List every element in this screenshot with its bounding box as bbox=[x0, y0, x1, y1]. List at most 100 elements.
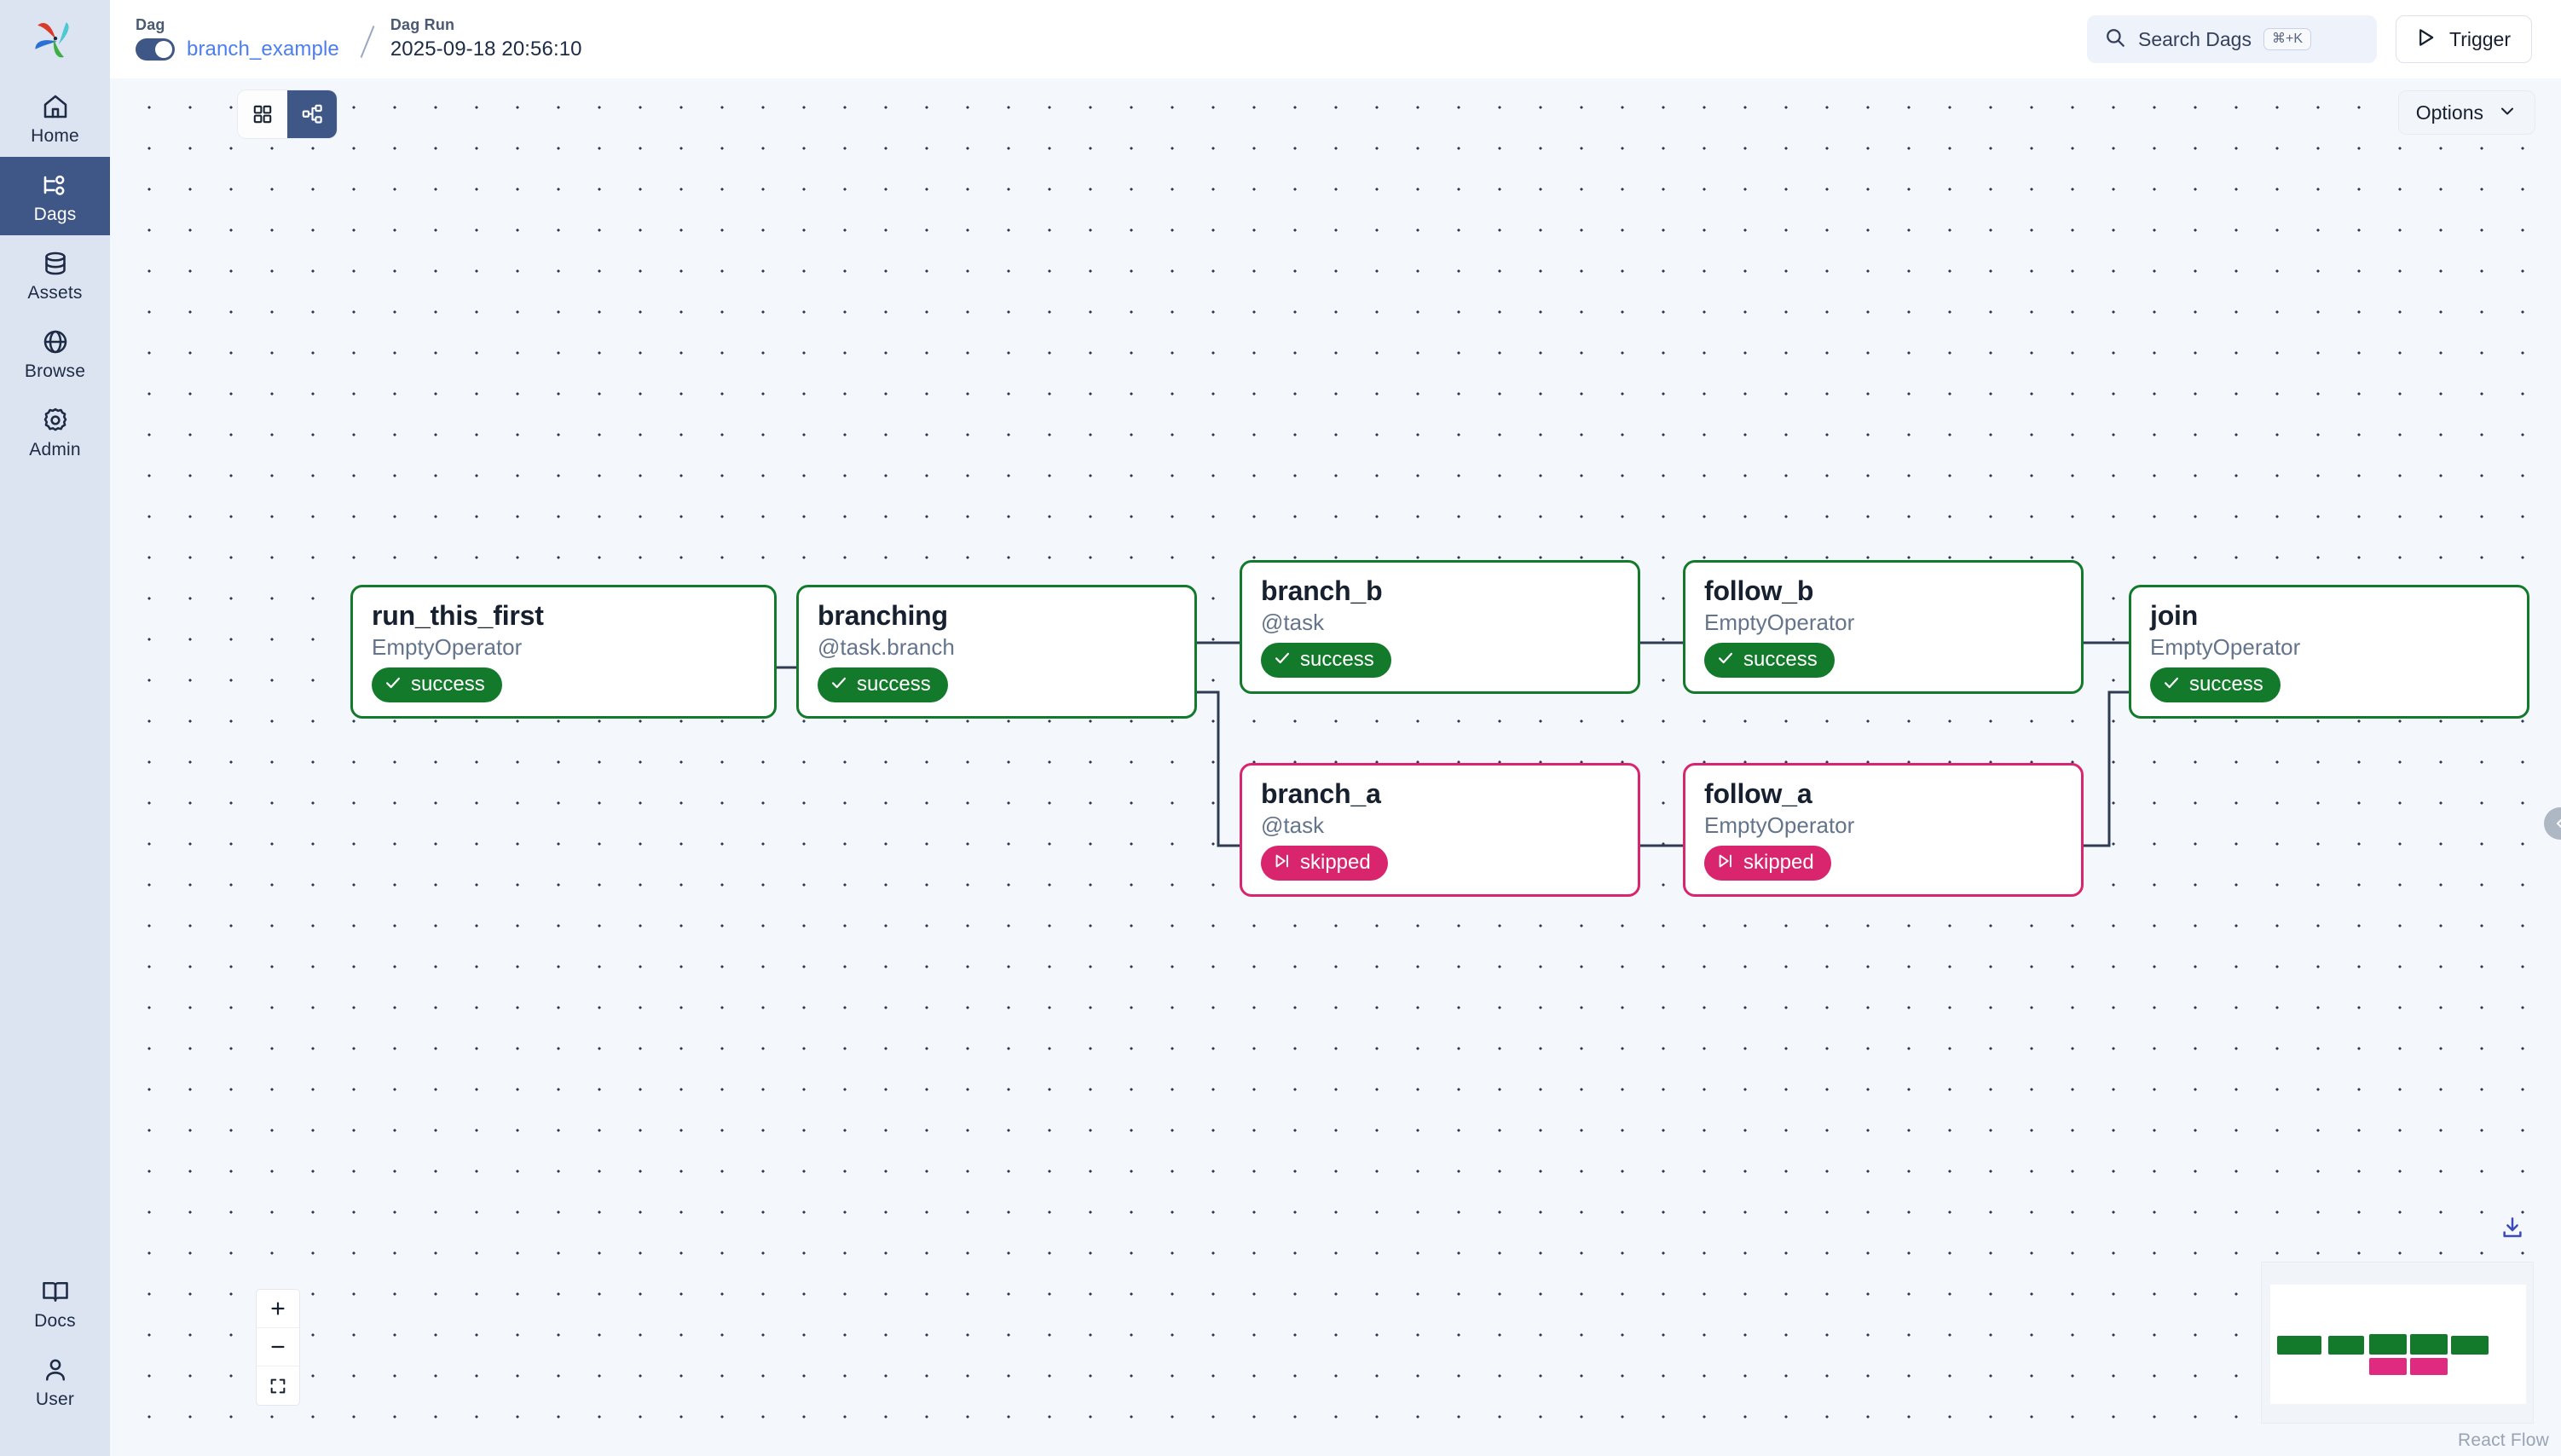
status-badge: success bbox=[2150, 667, 2281, 702]
trigger-label: Trigger bbox=[2449, 27, 2511, 50]
breadcrumb: Dag branch_example Dag Run 2025-09-18 20… bbox=[136, 16, 582, 62]
sidebar-item-browse[interactable]: Browse bbox=[0, 314, 110, 392]
task-node-follow_a[interactable]: follow_a EmptyOperator skipped bbox=[1683, 763, 2084, 897]
sidebar-label-assets: Assets bbox=[27, 282, 83, 303]
graph-minimap[interactable] bbox=[2261, 1262, 2534, 1424]
main-area: Dag branch_example Dag Run 2025-09-18 20… bbox=[110, 0, 2561, 1456]
task-node-title: branch_b bbox=[1261, 575, 1383, 606]
status-badge-label: success bbox=[1743, 648, 1818, 672]
check-icon bbox=[830, 673, 848, 696]
home-icon bbox=[40, 91, 71, 122]
airflow-logo[interactable] bbox=[0, 0, 110, 78]
task-node-operator: @task.branch bbox=[818, 633, 955, 660]
status-badge-label: success bbox=[857, 673, 931, 696]
graph-edges bbox=[777, 641, 2129, 847]
status-badge: skipped bbox=[1704, 845, 1831, 881]
task-node-operator: EmptyOperator bbox=[1704, 812, 1855, 838]
search-icon bbox=[2104, 26, 2126, 53]
status-badge: success bbox=[1704, 642, 1835, 678]
graph-canvas[interactable]: Options bbox=[110, 78, 2561, 1456]
check-icon bbox=[2162, 673, 2181, 696]
fit-view-button[interactable] bbox=[257, 1366, 299, 1405]
edge-branching-branch_a bbox=[1197, 690, 1240, 847]
minimap-node bbox=[2410, 1334, 2448, 1355]
dag-icon bbox=[40, 170, 71, 200]
task-node-operator: EmptyOperator bbox=[2150, 633, 2301, 660]
graph-view-button[interactable] bbox=[287, 90, 337, 138]
task-node-branch_b[interactable]: branch_b @task success bbox=[1240, 560, 1640, 694]
header-actions: Search Dags ⌘+K Trigger bbox=[2087, 15, 2532, 63]
task-node-title: branching bbox=[818, 600, 948, 631]
status-badge: success bbox=[818, 667, 948, 702]
status-badge-label: success bbox=[411, 673, 485, 696]
sidebar-label-docs: Docs bbox=[34, 1310, 76, 1331]
zoom-out-button[interactable] bbox=[257, 1328, 299, 1366]
chevron-down-icon bbox=[2497, 101, 2518, 125]
sidebar-label-admin: Admin bbox=[29, 439, 81, 459]
search-input[interactable]: Search Dags bbox=[2138, 27, 2252, 50]
search-dags-button[interactable]: Search Dags ⌘+K bbox=[2087, 15, 2377, 63]
globe-icon bbox=[40, 326, 71, 357]
task-node-title: branch_a bbox=[1261, 778, 1381, 809]
book-icon bbox=[40, 1276, 71, 1307]
minimap-viewport bbox=[2270, 1285, 2526, 1404]
minimap-node bbox=[2451, 1336, 2489, 1355]
sidebar-label-user: User bbox=[35, 1389, 75, 1409]
search-shortcut-badge: ⌘+K bbox=[2263, 28, 2311, 50]
task-node-follow_b[interactable]: follow_b EmptyOperator success bbox=[1683, 560, 2084, 694]
status-badge: success bbox=[372, 667, 502, 702]
sidebar-label-dags: Dags bbox=[33, 204, 77, 224]
sidebar-item-dags[interactable]: Dags bbox=[0, 157, 110, 235]
dag-run-timestamp: 2025-09-18 20:56:10 bbox=[390, 38, 582, 61]
panel-collapse-handle[interactable] bbox=[2544, 807, 2561, 840]
task-node-operator: @task bbox=[1261, 812, 1325, 838]
task-node-branch_a[interactable]: branch_a @task skipped bbox=[1240, 763, 1640, 897]
minimap-node bbox=[2410, 1358, 2448, 1375]
sidebar-label-home: Home bbox=[31, 125, 79, 146]
trigger-button[interactable]: Trigger bbox=[2396, 15, 2532, 63]
breadcrumb-separator bbox=[348, 23, 387, 62]
react-flow-credit: React Flow bbox=[2457, 1430, 2549, 1450]
options-button[interactable]: Options bbox=[2397, 90, 2535, 135]
sidebar-item-admin[interactable]: Admin bbox=[0, 392, 110, 471]
task-node-title: run_this_first bbox=[372, 600, 544, 631]
edge-follow_a-join bbox=[2084, 690, 2129, 847]
dag-name-link[interactable]: branch_example bbox=[187, 38, 339, 61]
user-icon bbox=[40, 1355, 71, 1385]
status-badge: skipped bbox=[1261, 845, 1388, 881]
sidebar-bottom: Docs User bbox=[0, 1263, 110, 1456]
top-header: Dag branch_example Dag Run 2025-09-18 20… bbox=[110, 0, 2561, 78]
grid-view-button[interactable] bbox=[238, 90, 287, 138]
status-badge-label: success bbox=[2189, 673, 2263, 696]
status-badge-label: success bbox=[1300, 648, 1374, 672]
minimap-node bbox=[2369, 1334, 2407, 1355]
sidebar-item-assets[interactable]: Assets bbox=[0, 235, 110, 314]
zoom-in-button[interactable] bbox=[257, 1290, 299, 1328]
sidebar-item-user[interactable]: User bbox=[0, 1342, 110, 1420]
task-node-join[interactable]: join EmptyOperator success bbox=[2129, 585, 2529, 719]
status-badge-label: skipped bbox=[1743, 851, 1814, 875]
view-toggle-group bbox=[238, 90, 337, 138]
play-icon bbox=[2414, 26, 2437, 54]
task-node-title: follow_b bbox=[1704, 575, 1814, 606]
download-image-button[interactable] bbox=[2500, 1215, 2525, 1245]
minimap-node bbox=[2369, 1358, 2407, 1375]
options-label: Options bbox=[2415, 101, 2483, 124]
zoom-controls bbox=[257, 1290, 299, 1405]
sidebar-item-home[interactable]: Home bbox=[0, 78, 110, 157]
dag-pause-toggle[interactable] bbox=[136, 38, 175, 61]
status-badge: success bbox=[1261, 642, 1391, 678]
minimap-node bbox=[2328, 1336, 2364, 1355]
check-icon bbox=[1273, 649, 1292, 672]
skip-forward-icon bbox=[1716, 852, 1735, 875]
task-node-run_this_first[interactable]: run_this_first EmptyOperator success bbox=[350, 585, 777, 719]
sidebar-item-docs[interactable]: Docs bbox=[0, 1263, 110, 1342]
task-node-branching[interactable]: branching @task.branch success bbox=[796, 585, 1197, 719]
dag-run-kicker-label: Dag Run bbox=[390, 16, 455, 33]
assets-icon bbox=[40, 248, 71, 279]
sidebar-label-browse: Browse bbox=[24, 361, 86, 381]
task-node-title: follow_a bbox=[1704, 778, 1812, 809]
task-node-operator: @task bbox=[1261, 609, 1325, 635]
check-icon bbox=[1716, 649, 1735, 672]
status-badge-label: skipped bbox=[1300, 851, 1371, 875]
